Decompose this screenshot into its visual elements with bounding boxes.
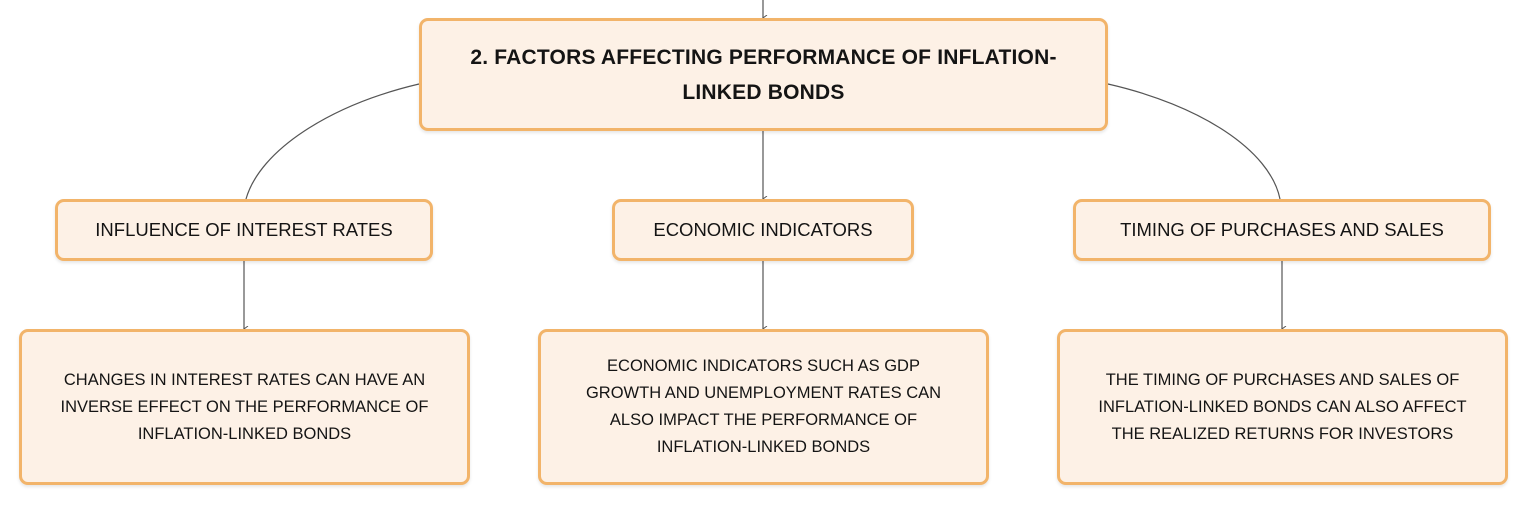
detail-node-text: ECONOMIC INDICATORS SUCH AS GDP GROWTH A… xyxy=(585,357,942,456)
detail-node-text: THE TIMING OF PURCHASES AND SALES OF INF… xyxy=(1098,370,1467,443)
detail-node-economic-indicators[interactable]: ECONOMIC INDICATORS SUCH AS GDP GROWTH A… xyxy=(538,329,989,485)
branch-node-label: ECONOMIC INDICATORS xyxy=(653,219,873,240)
root-node[interactable]: 2. FACTORS AFFECTING PERFORMANCE OF INFL… xyxy=(419,18,1108,131)
branch-node-label: INFLUENCE OF INTEREST RATES xyxy=(95,219,393,240)
detail-node-text: CHANGES IN INTEREST RATES CAN HAVE AN IN… xyxy=(60,370,429,443)
detail-node-interest-rates[interactable]: CHANGES IN INTEREST RATES CAN HAVE AN IN… xyxy=(19,329,470,485)
connector-root-to-branch-3 xyxy=(1107,83,1281,200)
connector-root-to-branch-1 xyxy=(245,83,420,200)
branch-node-timing[interactable]: TIMING OF PURCHASES AND SALES xyxy=(1073,199,1491,261)
branch-node-economic-indicators[interactable]: ECONOMIC INDICATORS xyxy=(612,199,914,261)
branch-node-label: TIMING OF PURCHASES AND SALES xyxy=(1120,219,1444,240)
branch-node-interest-rates[interactable]: INFLUENCE OF INTEREST RATES xyxy=(55,199,433,261)
detail-node-timing[interactable]: THE TIMING OF PURCHASES AND SALES OF INF… xyxy=(1057,329,1508,485)
root-node-label: 2. FACTORS AFFECTING PERFORMANCE OF INFL… xyxy=(470,45,1057,104)
